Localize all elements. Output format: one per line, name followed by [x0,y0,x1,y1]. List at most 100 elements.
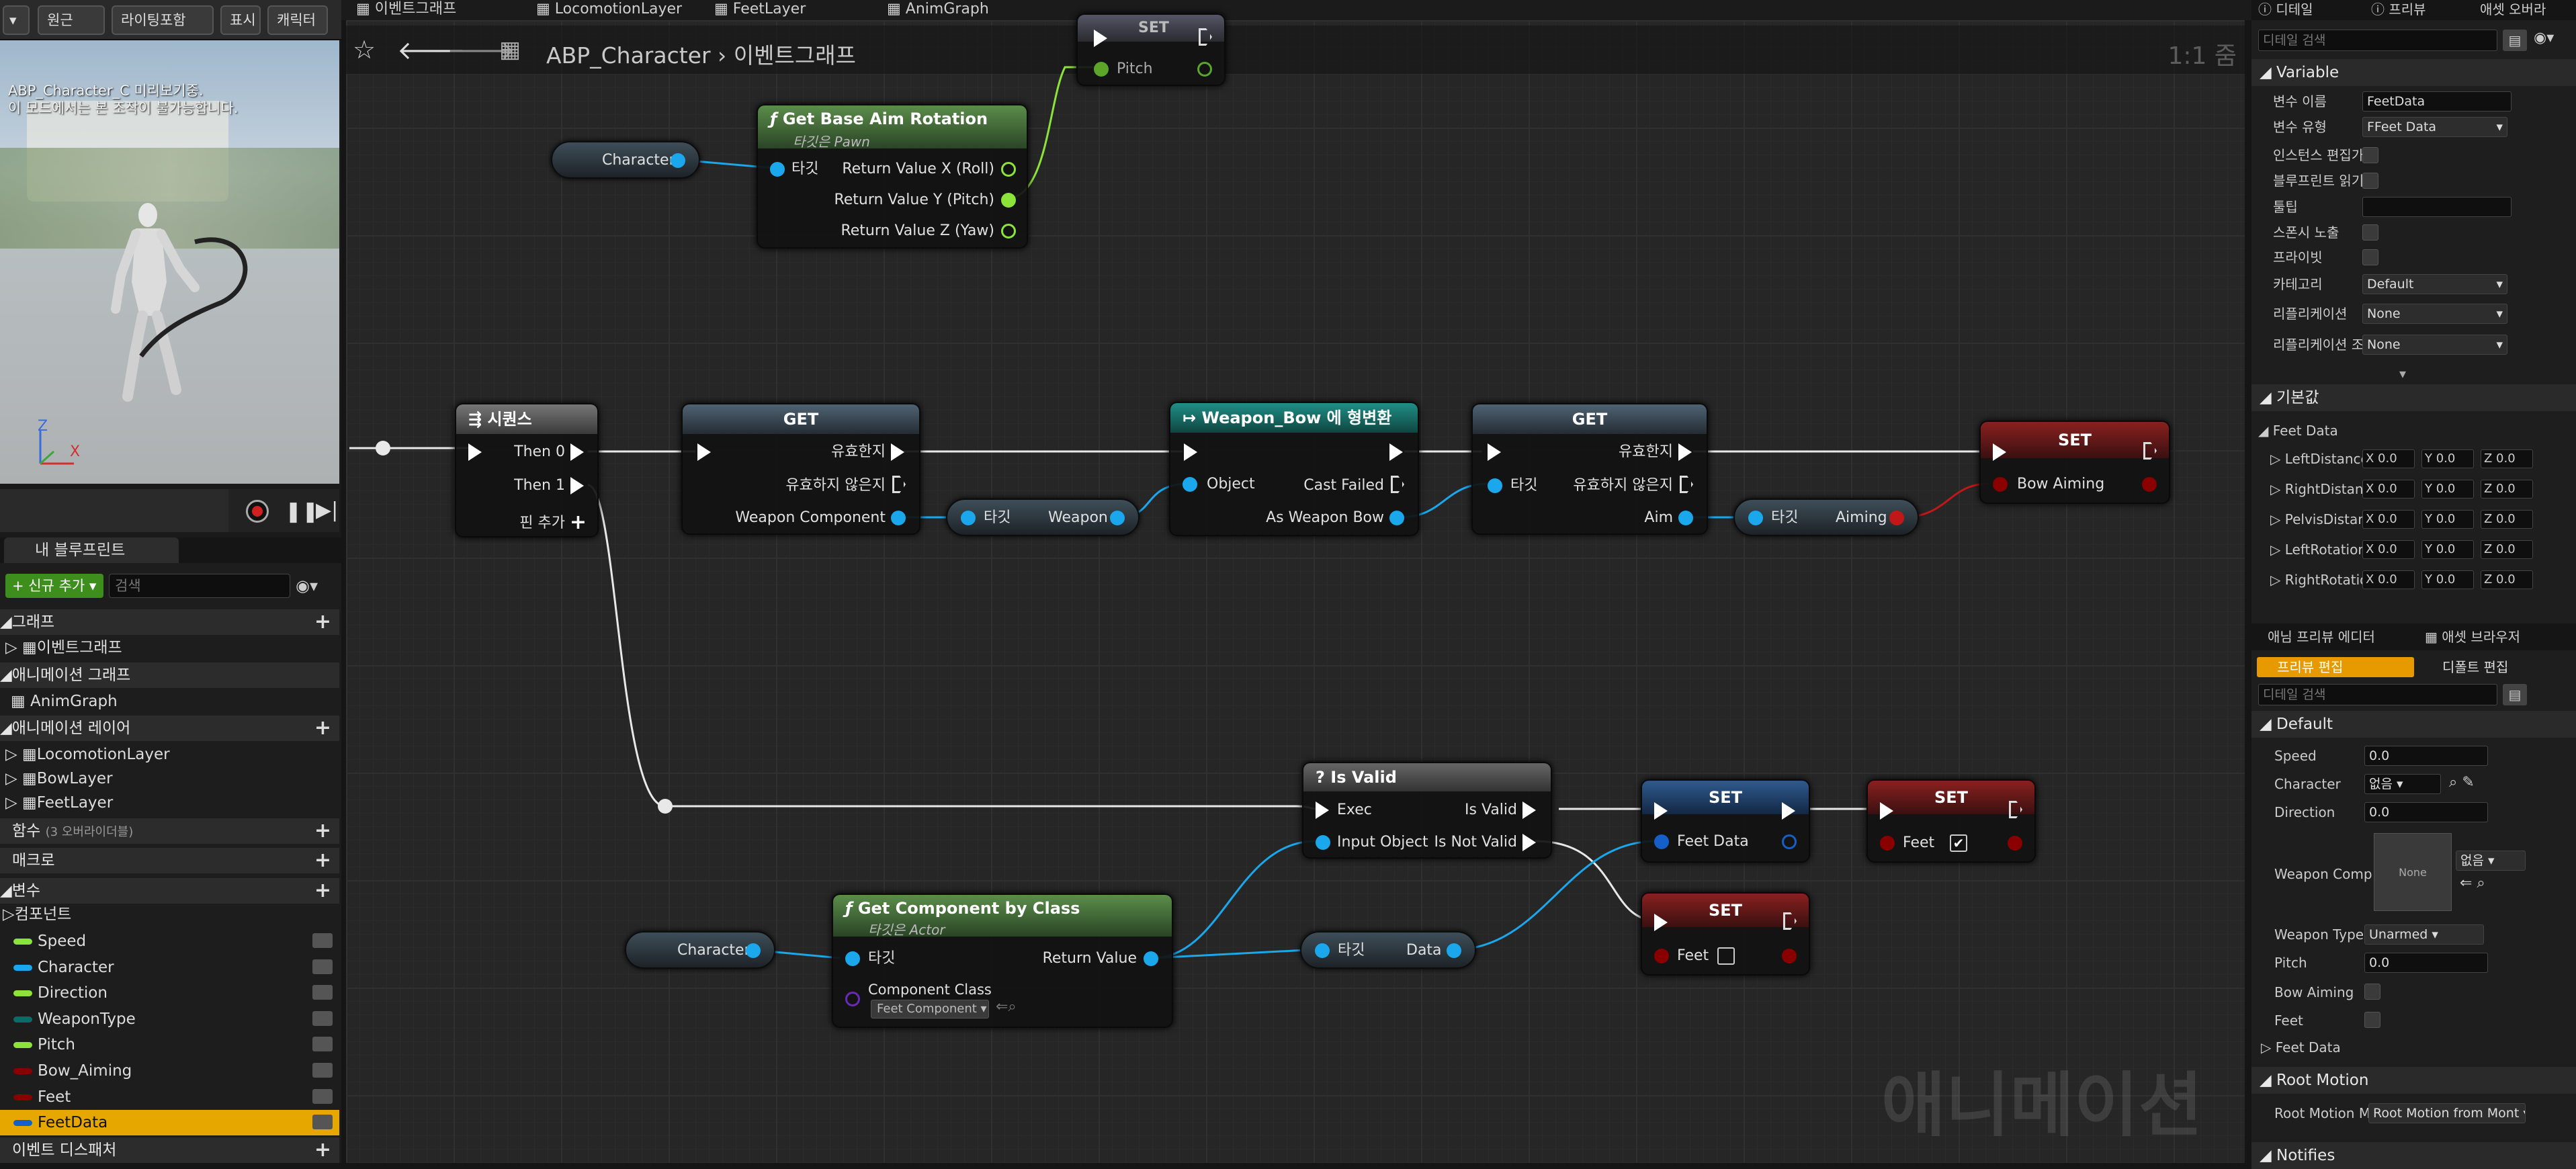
weapon-getter-node[interactable]: 타깃 Weapon [946,499,1140,536]
forward-arrow-icon[interactable]: 🡒 [447,36,515,65]
is-valid-pin[interactable] [1522,802,1536,819]
layer-item-feet[interactable]: ▷ ▦FeetLayer [5,794,114,812]
vector-row[interactable]: ▷ LeftRotation [2270,542,2367,558]
weapon-comp-dropdown[interactable]: 없음 ▾ [2456,851,2526,871]
breadcrumb-graph[interactable]: 이벤트그래프 [733,42,856,69]
add-graph-button[interactable]: + [314,610,331,634]
tab-feetlayer[interactable]: ▦ FeetLayer [714,1,806,17]
components-category[interactable]: ▷컴포넌트 [3,906,72,923]
viewport-menu-button[interactable]: ▾ [3,5,30,35]
sequence-node[interactable]: ⇶ 시퀀스 Then 0 Then 1 핀 추가 + [455,403,599,537]
then0-pin[interactable] [570,443,584,461]
exec-in-pin[interactable] [1880,802,1893,820]
tab-animgraph[interactable]: ▦ AnimGraph [887,1,989,17]
back-arrow-icon[interactable]: 🡐 [397,36,466,65]
is-not-valid-pin[interactable] [1522,834,1536,851]
step-forward-icon[interactable]: ▶| [316,499,339,522]
detail-field[interactable] [2362,197,2511,217]
variable-item[interactable]: Speed [0,928,339,954]
aiming-out-pin[interactable] [1889,511,1904,525]
visibility-toggle-icon[interactable] [312,1010,333,1026]
detail-dropdown[interactable]: FFeet Data ▾ [2362,117,2507,137]
notifies-section[interactable]: ◢ Notifies [2251,1142,2576,1169]
vector-component-field[interactable]: Z 0.0 [2481,570,2533,589]
blueprint-search-input[interactable] [109,574,290,598]
set-bow-aiming-node[interactable]: SET Bow Aiming [1979,421,2170,504]
exec-out-pin[interactable] [2009,801,2022,818]
cast-to-weapon-bow-node[interactable]: ↦ Weapon_Bow 에 형변환 Object Cast Failed As… [1169,402,1419,536]
variables-section[interactable]: ◢변수+ [0,878,339,904]
set-feet-true-node[interactable]: SET Feet ✔ [1866,779,2036,863]
browse-search-icon[interactable]: ⌕ ✎ [2449,774,2475,791]
add-pin-icon[interactable]: + [569,511,587,534]
as-weapon-bow-pin[interactable] [1389,511,1404,525]
vector-component-field[interactable]: Y 0.0 [2421,570,2474,589]
my-blueprint-tab[interactable]: 내 블루프린트 [4,537,179,563]
layer-item-bow[interactable]: ▷ ▦BowLayer [5,770,113,787]
expand-chevron-icon[interactable]: ▾ [2399,365,2407,382]
add-new-button[interactable]: + 신규 추가 ▾ [5,574,103,598]
data-out-pin[interactable] [1447,943,1461,958]
layer-item-locomotion[interactable]: ▷ ▦LocomotionLayer [5,746,170,763]
vector-row[interactable]: ▷ LeftDistance [2270,451,2369,467]
use-selected-arrow-icon[interactable]: ⇐⌕ [996,998,1017,1015]
feet-out-pin[interactable] [1782,949,1797,963]
feet-data-in-pin[interactable] [1654,834,1669,849]
perspective-button[interactable]: 원근 [38,5,105,35]
functions-section[interactable]: 함수 (3 오버라이더블)+ [0,818,339,844]
exec-out-pin[interactable] [1783,912,1797,930]
get-aim-node[interactable]: GET 유효한지 타깃 유효하지 않은지 Aim [1471,403,1708,535]
pitch-out-pin[interactable] [1001,193,1016,208]
add-function-button[interactable]: + [314,819,331,842]
exec-in-pin[interactable] [468,443,482,461]
feet-checkbox-unchecked[interactable] [1717,947,1735,965]
visibility-toggle-icon[interactable] [312,959,333,974]
visibility-eye-icon[interactable]: ◉▾ [2534,30,2554,46]
preview-search-input[interactable] [2258,684,2497,705]
vector-component-field[interactable]: Y 0.0 [2421,480,2474,499]
vector-component-field[interactable]: X 0.0 [2362,480,2415,499]
variable-item[interactable]: Character [0,955,339,980]
target-pin[interactable] [1315,943,1330,958]
breadcrumb-asset[interactable]: ABP_Character [546,42,711,69]
visibility-toggle-icon[interactable] [312,933,333,948]
exec-in-pin[interactable] [1654,802,1668,820]
add-variable-button[interactable]: + [314,879,331,902]
tab-preview[interactable]: ⓘ 프리뷰 [2371,1,2426,17]
favorite-star-icon[interactable]: ☆ [353,35,376,64]
vector-component-field[interactable]: X 0.0 [2362,570,2415,589]
add-macro-button[interactable]: + [314,849,331,872]
graphs-section[interactable]: ◢그래프+ [0,609,339,635]
weapon-comp-thumbnail[interactable]: None [2374,833,2452,911]
grid-view-icon[interactable]: ▤ [2503,684,2527,705]
aim-out-pin[interactable] [1678,511,1693,525]
add-dispatcher-button[interactable]: + [314,1138,331,1162]
anim-graph-item[interactable]: ▦ AnimGraph [11,693,118,710]
get-base-aim-rotation-node[interactable]: ƒ Get Base Aim Rotation 타깃은 Pawn 타깃 Retu… [757,104,1028,249]
visibility-toggle-icon[interactable] [312,1063,333,1078]
variable-item[interactable]: WeaponType [0,1006,339,1032]
component-class-dropdown[interactable]: Feet Component ▾ [871,1000,989,1019]
character-out-pin[interactable] [746,943,761,958]
detail-field[interactable]: FeetData [2362,91,2511,112]
vector-component-field[interactable]: Z 0.0 [2481,449,2533,468]
detail-dropdown[interactable]: None ▾ [2362,304,2507,324]
get-weapon-node[interactable]: GET 유효한지 유효하지 않은지 Weapon Component [681,403,920,535]
cast-failed-pin[interactable] [1391,476,1404,493]
vector-component-field[interactable]: Y 0.0 [2421,510,2474,529]
preview-viewport[interactable]: ABP_Character_C 미리보기중. 이 모드에서는 본 조작이 불가능… [0,40,339,484]
graph-item-eventgraph[interactable]: ▷ ▦이벤트그래프 [5,639,122,656]
use-selected-arrow-icon[interactable]: ⇐ ⌕ [2460,875,2485,892]
component-class-pin[interactable] [845,992,860,1006]
variable-item[interactable]: Feet [0,1084,339,1110]
character-getter-node[interactable]: Character [551,141,700,179]
is-not-valid-pin[interactable] [892,476,906,493]
vector-component-field[interactable]: X 0.0 [2362,510,2415,529]
tab-asset-browser[interactable]: ▦ 애셋 브라우저 [2425,629,2521,645]
event-graph-canvas[interactable] [346,20,2245,1163]
feet-data-out-pin[interactable] [1782,834,1797,849]
aiming-getter-node[interactable]: 타깃 Aiming [1733,499,1919,536]
feet-data-row[interactable]: ▷ Feet Data [2261,1039,2341,1055]
then1-pin[interactable] [570,477,584,494]
visibility-toggle-icon[interactable] [312,985,333,1000]
